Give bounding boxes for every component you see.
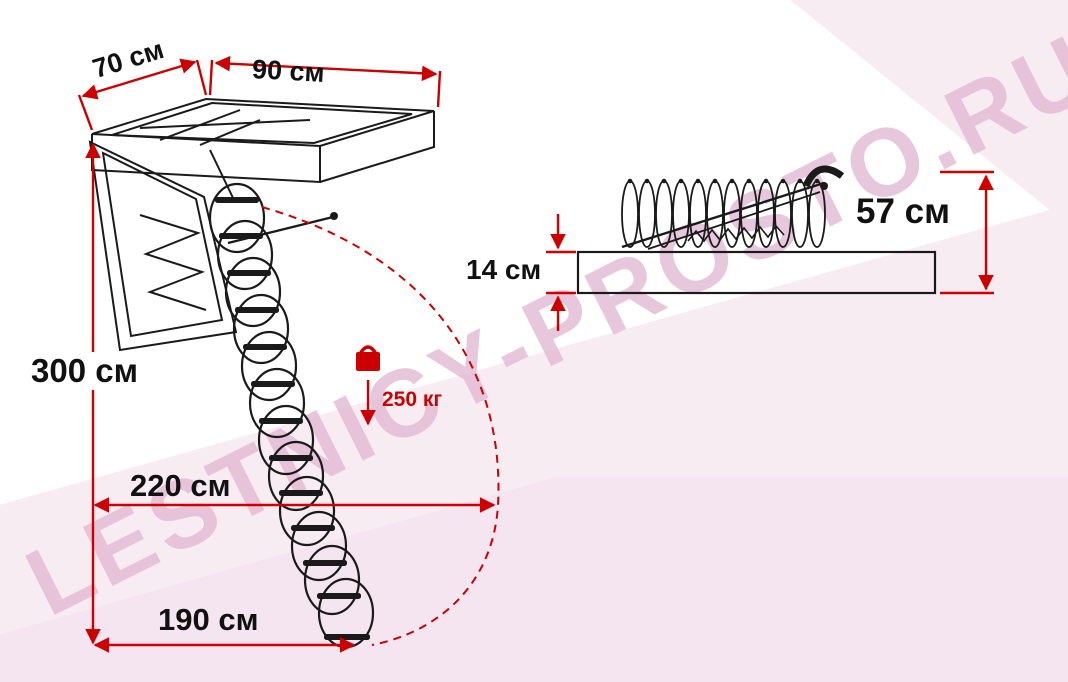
hatch-box [91,97,435,184]
weight-icon [356,345,380,371]
trapdoor [88,140,338,352]
folded-box [576,250,937,295]
dimension-lines [77,55,994,653]
folded-scissor-mechanism [621,165,845,250]
scissor-ladder [208,182,375,649]
